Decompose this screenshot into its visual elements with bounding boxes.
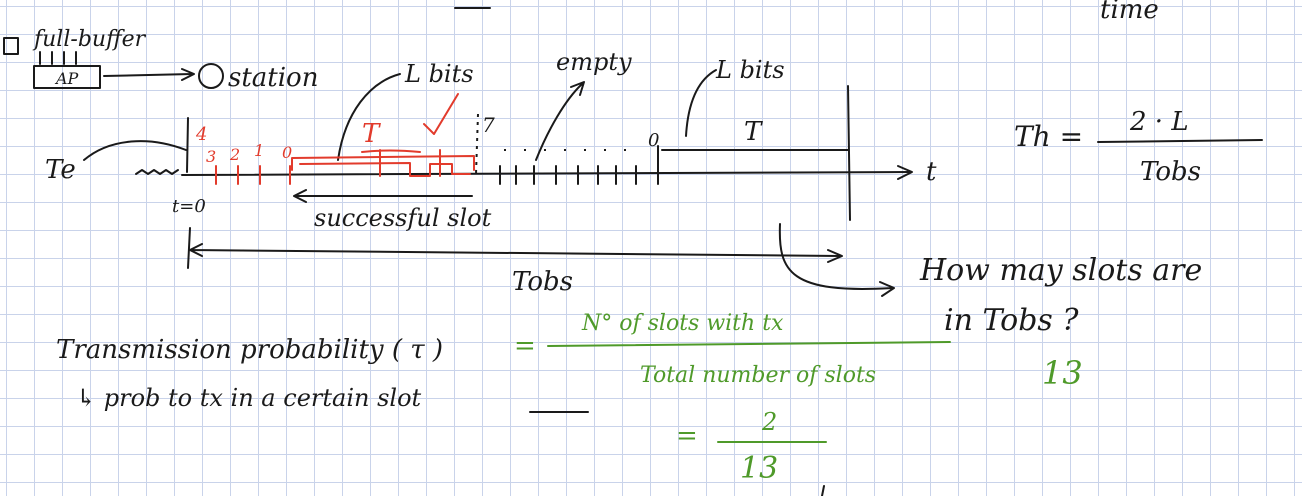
transmission-eq-2: =	[676, 421, 698, 451]
full-buffer-label: full-buffer	[32, 27, 147, 52]
tobs-label: Tobs	[512, 267, 573, 297]
idle-slot-ticks	[499, 165, 637, 185]
station-circle	[198, 63, 224, 89]
successful-slot-arrow	[293, 189, 473, 203]
transmission-denominator: Total number of slots	[640, 363, 876, 388]
time-axis-arrowhead	[897, 165, 913, 180]
tobs-start-marker	[187, 227, 191, 269]
t-zero-label: t=0	[172, 196, 206, 217]
throughput-numerator: 2 · L	[1129, 107, 1189, 137]
te-curve	[83, 140, 187, 161]
count-3: 3	[206, 147, 216, 166]
question-pointer-arrow	[778, 223, 895, 297]
count-7: 7	[482, 113, 495, 137]
l-bits-label-2: L bits	[715, 56, 785, 84]
throughput-fraction-bar	[1097, 139, 1263, 143]
te-label: Te	[45, 155, 76, 185]
throughput-denominator: Tobs	[1140, 157, 1201, 187]
transmission-den-2: 13	[740, 451, 778, 486]
transmission-title: Transmission probability ( τ )	[56, 335, 443, 365]
tobs-end-marker	[847, 85, 851, 221]
throughput-lhs: Th =	[1014, 120, 1083, 153]
ap-box	[33, 65, 101, 89]
slot-7-dotted	[475, 113, 479, 175]
count-0-second: 0	[648, 130, 659, 151]
transmission-sub: ↳ prob to tx in a certain slot	[76, 384, 422, 412]
tx-block-inner	[299, 162, 471, 177]
empty-arrow	[535, 81, 585, 161]
bottom-stroke	[821, 485, 825, 496]
transmission-fraction-bar	[547, 341, 951, 347]
station-label: station	[228, 63, 318, 93]
count-4: 4	[195, 124, 207, 145]
time-axis-label: t	[926, 157, 937, 187]
te-backoff-squiggle	[135, 169, 179, 175]
question-line-2: in Tobs ?	[944, 303, 1079, 338]
successful-slot-label: successful slot	[314, 204, 492, 232]
tobs-arrow	[189, 243, 843, 263]
l-bits-pointer-1	[337, 73, 401, 161]
question-answer: 13	[1042, 354, 1083, 392]
count-0-first: 0	[282, 143, 292, 162]
question-line-1: How may slots are	[919, 253, 1202, 288]
ap-to-station-arrow	[103, 68, 195, 81]
success-check-icon	[423, 93, 459, 135]
count-2: 2	[229, 145, 240, 164]
backoff-ticks	[215, 165, 291, 185]
buffer-icon	[3, 37, 19, 55]
top-fragment-text: time	[1100, 0, 1159, 25]
t-label-1: T	[362, 119, 381, 149]
buffer-ticks	[39, 51, 77, 65]
time-axis-line	[181, 171, 911, 176]
t0-marker	[186, 117, 189, 173]
l-bits-pointer-2	[685, 69, 717, 137]
transmission-eq: =	[514, 331, 536, 361]
ap-label: AP	[54, 69, 79, 88]
tx-block-detail	[361, 149, 441, 177]
l-bits-label-1: L bits	[404, 60, 474, 88]
empty-label: empty	[556, 48, 632, 76]
count-1: 1	[254, 141, 264, 160]
transmission-num-2: 2	[761, 408, 777, 436]
transmission-numerator: N° of slots with tx	[581, 311, 784, 336]
t-label-2: T	[744, 117, 763, 147]
tx-block-outline	[291, 155, 475, 171]
